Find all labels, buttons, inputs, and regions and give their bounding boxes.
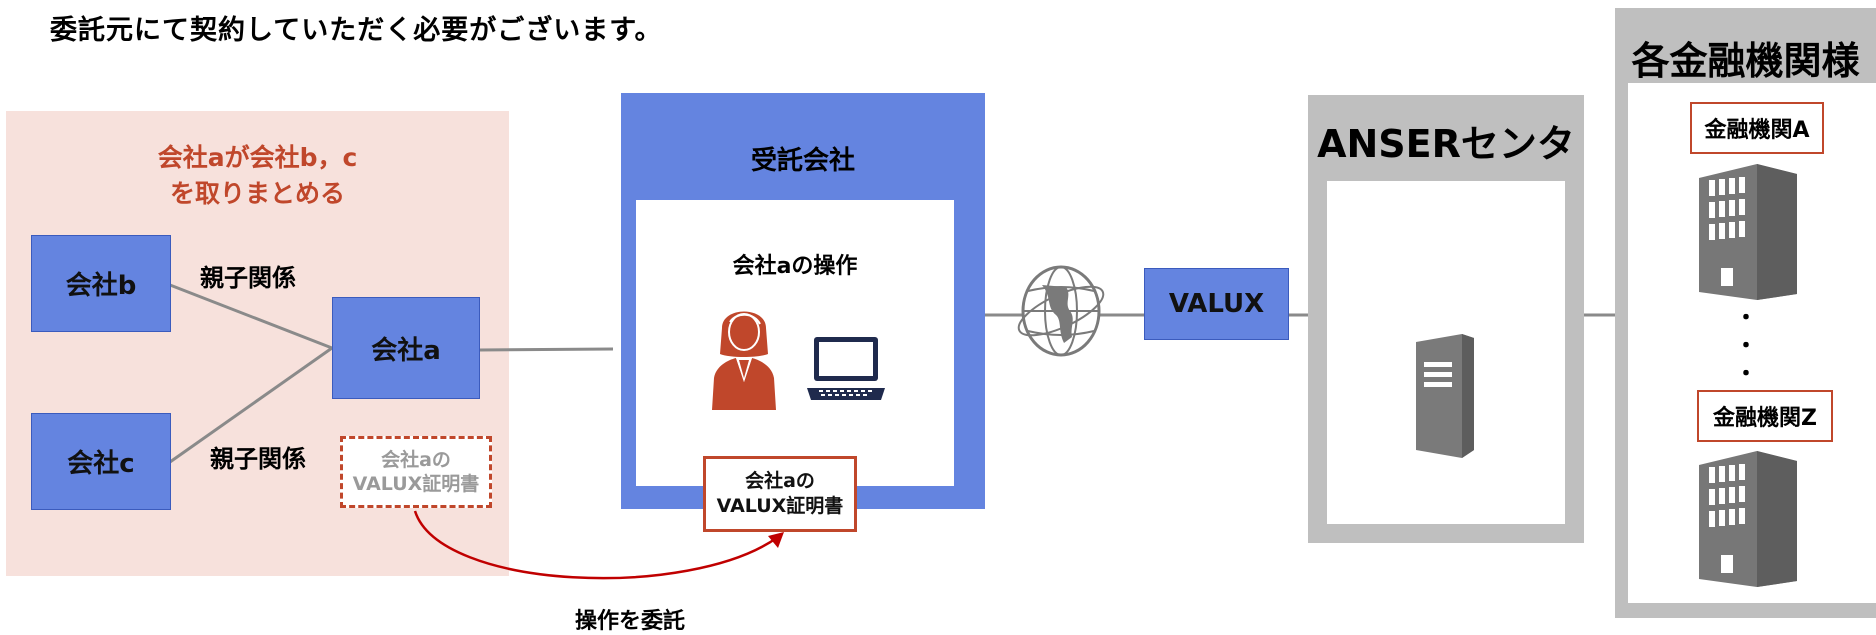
company-b-box: 会社b bbox=[31, 235, 171, 332]
grouping-title: 会社aが会社b，c を取りまとめる bbox=[6, 140, 509, 212]
financial-title: 各金融機関様 bbox=[1631, 39, 1860, 83]
anser-title: ANSERセンタ bbox=[1317, 122, 1575, 166]
valux-box: VALUX bbox=[1144, 268, 1289, 340]
relation-label-c: 親子関係 bbox=[210, 445, 306, 473]
trustee-inner-panel bbox=[636, 200, 954, 486]
relation-line-b bbox=[169, 283, 333, 350]
grouping-title-line1: 会社aが会社b，c bbox=[157, 143, 358, 172]
headline: 委託元にて契約していただく必要がございます。 bbox=[50, 15, 663, 46]
globe-network-icon bbox=[1017, 265, 1105, 357]
trustee-title: 受託会社 bbox=[750, 146, 855, 176]
certificate-solid-line2: VALUX証明書 bbox=[716, 495, 844, 517]
certificate-dashed: 会社aの VALUX証明書 bbox=[340, 436, 492, 508]
operation-label: 会社aの操作 bbox=[732, 254, 858, 279]
company-a-box: 会社a bbox=[332, 297, 480, 399]
relation-label-b: 親子関係 bbox=[200, 264, 296, 292]
certificate-dashed-line2: VALUX証明書 bbox=[352, 473, 480, 495]
grouping-title-line2: を取りまとめる bbox=[169, 179, 345, 208]
certificate-solid: 会社aの VALUX証明書 bbox=[703, 456, 857, 532]
certificate-dashed-line1: 会社aの bbox=[381, 449, 451, 471]
server-icon bbox=[1416, 334, 1474, 458]
delegate-arrowhead bbox=[768, 532, 784, 548]
bank-a-label: 金融機関A bbox=[1690, 102, 1824, 154]
laptop-icon bbox=[807, 337, 885, 400]
building-icon bbox=[1699, 451, 1797, 587]
ellipsis-dot-2: ・ bbox=[1735, 334, 1758, 359]
certificate-solid-line1: 会社aの bbox=[745, 470, 815, 492]
ellipsis-dot-1: ・ bbox=[1735, 306, 1758, 331]
company-c-box: 会社c bbox=[31, 413, 171, 510]
relation-line-c bbox=[169, 346, 333, 464]
ellipsis-dot-3: ・ bbox=[1735, 362, 1758, 387]
delegate-label: 操作を委託 bbox=[574, 609, 685, 634]
link-company-a-trustee bbox=[479, 347, 614, 352]
building-icon bbox=[1699, 164, 1797, 300]
bank-z-label: 金融機関Z bbox=[1697, 390, 1833, 442]
delegate-arrow bbox=[413, 510, 779, 580]
businesswoman-icon bbox=[712, 311, 776, 410]
